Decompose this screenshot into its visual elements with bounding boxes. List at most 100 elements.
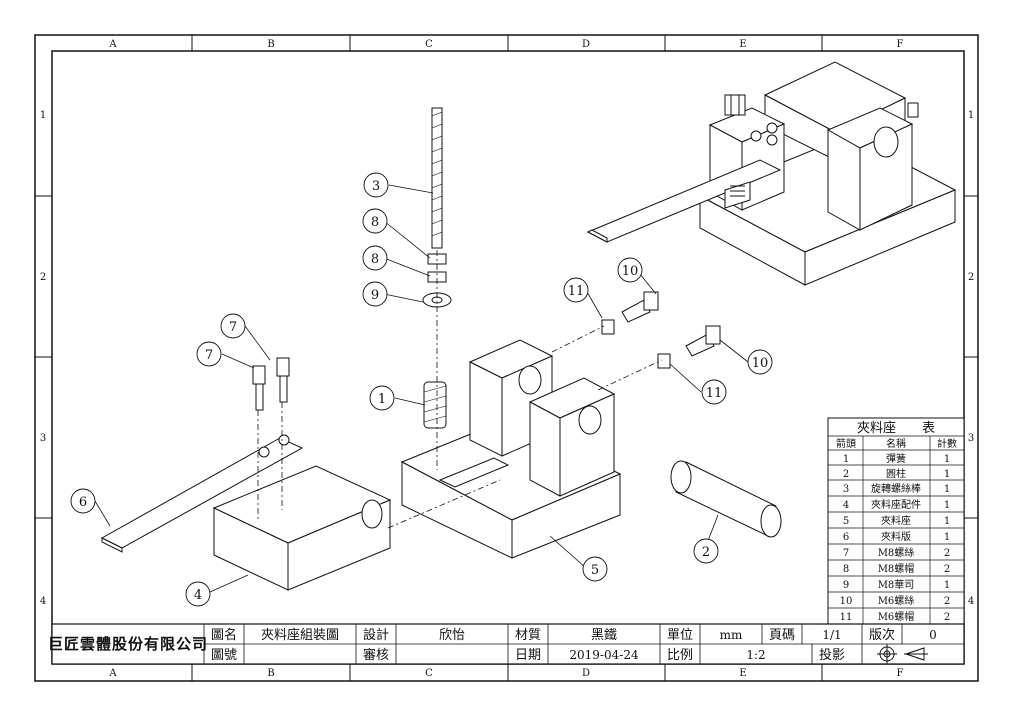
scale-value: 1:2 bbox=[746, 648, 765, 662]
callout-10a: 10 bbox=[622, 264, 639, 279]
zone-dividers bbox=[35, 35, 978, 681]
designer-name: 欣怡 bbox=[439, 628, 465, 643]
zone-bottom-c: C bbox=[425, 668, 433, 679]
bom-row-name: 彈簧 bbox=[886, 452, 906, 465]
callout-7a: 7 bbox=[229, 320, 237, 335]
zone-bottom-f: F bbox=[897, 668, 904, 679]
bom-row-no: 6 bbox=[843, 532, 849, 543]
date-value: 2019-04-24 bbox=[569, 648, 639, 662]
bom-row-qty: 1 bbox=[944, 532, 950, 543]
bom-row-qty: 2 bbox=[944, 596, 950, 607]
callout-11b: 11 bbox=[706, 386, 723, 401]
callout-6: 6 bbox=[79, 495, 87, 510]
zone-right-4: 4 bbox=[968, 596, 974, 607]
bom-row-no: 4 bbox=[843, 500, 849, 511]
callout-4: 4 bbox=[194, 588, 202, 603]
bom-header-name: 名稱 bbox=[886, 437, 906, 450]
callout-2: 2 bbox=[702, 545, 710, 560]
callout-8a: 8 bbox=[371, 215, 379, 230]
version-label: 版次 bbox=[869, 627, 895, 643]
bom-row-name: 旋轉螺絲棒 bbox=[871, 482, 921, 495]
exploded-view bbox=[100, 107, 782, 591]
callout-7b: 7 bbox=[205, 348, 213, 363]
page-label: 頁碼 bbox=[769, 628, 795, 643]
zone-left-2: 2 bbox=[40, 272, 46, 283]
scale-label: 比例 bbox=[667, 648, 693, 663]
bom-row-name: 夾料座 bbox=[881, 514, 911, 527]
bom-row-no: 3 bbox=[843, 484, 849, 495]
callout-1: 1 bbox=[378, 392, 386, 407]
zone-left-3: 3 bbox=[40, 433, 46, 444]
bom-row-name: 夾料座配件 bbox=[871, 498, 921, 511]
bom-row-qty: 2 bbox=[944, 548, 950, 559]
title-block: 巨匠雲體股份有限公司 圖名 夾料座組裝圖 圖號 設計 欣怡 審核 材質 黑鐵 日… bbox=[48, 623, 965, 665]
unit-label: 單位 bbox=[667, 628, 693, 643]
bom-row-no: 8 bbox=[843, 564, 849, 575]
bom-row-no: 5 bbox=[843, 516, 849, 527]
zone-right-3: 3 bbox=[968, 433, 974, 444]
page-value: 1/1 bbox=[822, 628, 841, 642]
callout-11a: 11 bbox=[568, 284, 585, 299]
material-label: 材質 bbox=[515, 628, 541, 643]
bom-header-qty: 計數 bbox=[937, 437, 957, 450]
bom-row-qty: 1 bbox=[944, 484, 950, 495]
bom-row-name: M8螺帽 bbox=[878, 562, 915, 575]
bom-row-no: 7 bbox=[843, 548, 849, 559]
zone-right-2: 2 bbox=[968, 272, 974, 283]
zone-top-f: F bbox=[897, 39, 904, 50]
bom-row-no: 1 bbox=[843, 454, 849, 465]
bom-row-name: M6螺帽 bbox=[878, 610, 915, 623]
bom-row-name: M8華司 bbox=[878, 579, 915, 591]
zone-top-d: D bbox=[582, 39, 590, 50]
zone-top-e: E bbox=[739, 39, 746, 50]
design-label: 設計 bbox=[363, 627, 389, 643]
callout-balloons bbox=[70, 172, 773, 607]
callout-8b: 8 bbox=[371, 252, 379, 267]
version-value: 0 bbox=[929, 628, 937, 642]
projection-symbol-icon bbox=[877, 644, 928, 664]
center-lines bbox=[257, 250, 663, 529]
zone-top-b: B bbox=[267, 39, 274, 50]
callout-10b: 10 bbox=[752, 356, 769, 371]
zone-bottom-d: D bbox=[582, 668, 590, 679]
callout-3: 3 bbox=[372, 179, 380, 194]
leader-lines bbox=[94, 184, 749, 593]
bom-table: 夾料座 表 箭頭 名稱 計數 1 彈簧 1 2 圓柱 1 3 旋轉螺絲棒 1 4… bbox=[827, 417, 965, 625]
assembled-view bbox=[586, 61, 957, 286]
zone-left-1: 1 bbox=[40, 110, 46, 121]
drawing-name: 夾料座組裝圖 bbox=[261, 628, 339, 643]
zone-bottom-a: A bbox=[108, 668, 117, 679]
zone-right-1: 1 bbox=[968, 110, 974, 121]
zone-bottom-e: E bbox=[739, 668, 746, 679]
projection-label: 投影 bbox=[819, 647, 845, 663]
bom-title: 夾料座 表 bbox=[857, 421, 935, 436]
drawing-no-label: 圖號 bbox=[211, 648, 237, 663]
review-label: 審核 bbox=[363, 648, 389, 663]
drawing-name-label: 圖名 bbox=[211, 627, 237, 643]
bom-row-qty: 1 bbox=[944, 580, 950, 591]
bom-row-qty: 1 bbox=[944, 500, 950, 511]
zone-bottom-b: B bbox=[267, 668, 274, 679]
zone-left-4: 4 bbox=[40, 596, 46, 607]
bom-row-no: 11 bbox=[840, 612, 853, 623]
unit-value: mm bbox=[720, 628, 743, 642]
bom-row-no: 9 bbox=[843, 580, 849, 591]
zone-top-a: A bbox=[108, 39, 117, 50]
bom-row-qty: 2 bbox=[944, 612, 950, 623]
bom-row-name: 圓柱 bbox=[886, 467, 906, 480]
bom-row-name: M6螺絲 bbox=[878, 594, 915, 607]
date-label: 日期 bbox=[515, 648, 541, 663]
bom-row-name: 夾料版 bbox=[881, 530, 911, 543]
bom-row-no: 2 bbox=[843, 469, 849, 480]
callout-9: 9 bbox=[371, 288, 379, 303]
callout-5: 5 bbox=[591, 563, 599, 578]
bom-row-name: M8螺絲 bbox=[878, 546, 915, 559]
bom-row-qty: 2 bbox=[944, 564, 950, 575]
material-value: 黑鐵 bbox=[591, 627, 617, 643]
bom-row-qty: 1 bbox=[944, 469, 950, 480]
outer-border bbox=[34, 34, 979, 682]
bom-row-qty: 1 bbox=[944, 516, 950, 527]
bom-header-no: 箭頭 bbox=[836, 437, 856, 450]
zone-top-c: C bbox=[425, 39, 433, 50]
